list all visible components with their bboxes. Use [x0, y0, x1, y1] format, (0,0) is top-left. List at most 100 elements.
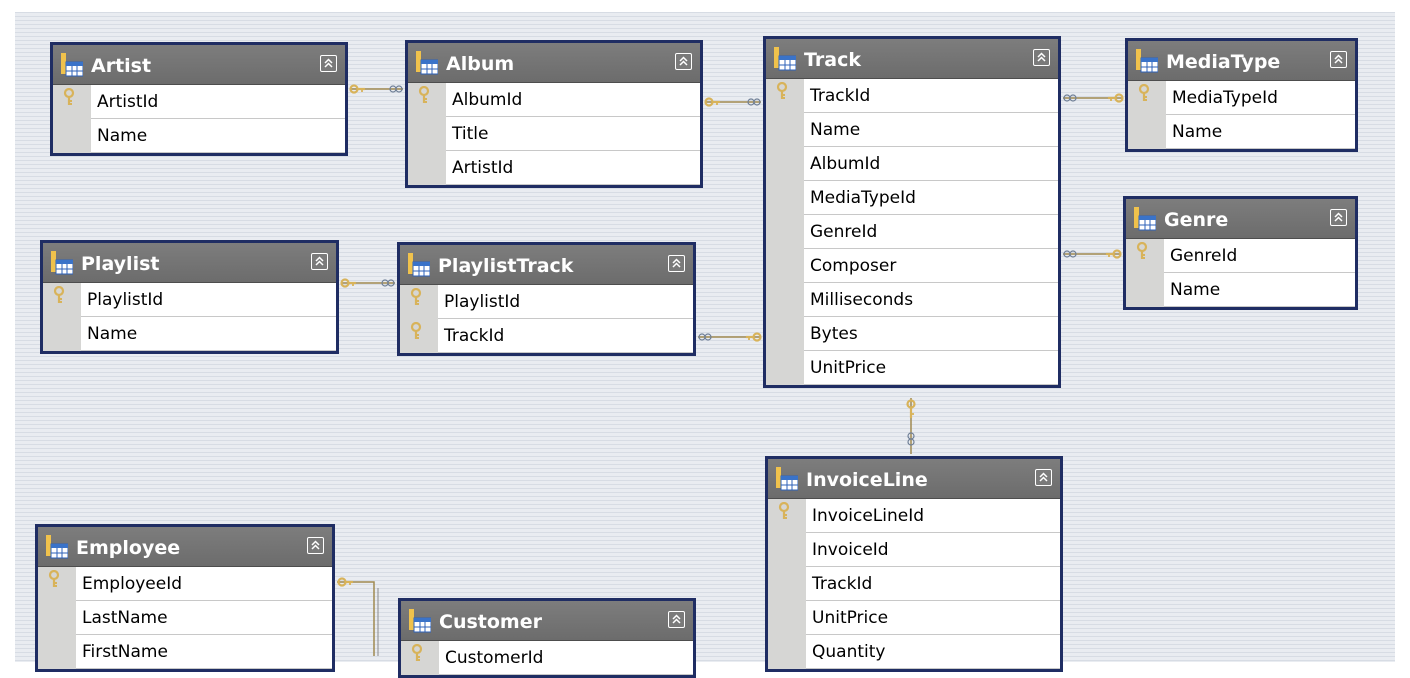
column-row[interactable]: Composer [766, 249, 1058, 283]
column-row[interactable]: Quantity [768, 635, 1060, 669]
primary-key-icon [776, 81, 788, 104]
table-name: PlaylistTrack [438, 255, 574, 277]
row-gutter [38, 567, 76, 601]
column-name: Bytes [804, 317, 1058, 351]
column-row[interactable]: MediaTypeId [766, 181, 1058, 215]
table-header[interactable]: Artist [53, 45, 345, 85]
column-row[interactable]: UnitPrice [768, 601, 1060, 635]
column-row[interactable]: Name [766, 113, 1058, 147]
column-row[interactable]: GenreId [766, 215, 1058, 249]
collapse-button[interactable] [311, 253, 328, 270]
column-row[interactable]: LastName [38, 601, 332, 635]
table-header[interactable]: MediaType [1128, 41, 1355, 81]
column-name: LastName [76, 601, 332, 635]
column-name: Name [1164, 273, 1355, 307]
collapse-button[interactable] [668, 611, 685, 628]
collapse-button[interactable] [675, 53, 692, 70]
column-name: CustomerId [439, 641, 693, 675]
column-row[interactable]: InvoiceId [768, 533, 1060, 567]
collapse-button[interactable] [307, 537, 324, 554]
row-gutter [400, 319, 438, 353]
column-name: MediaTypeId [1166, 81, 1355, 115]
collapse-button[interactable] [668, 255, 685, 272]
table-icon [61, 53, 84, 77]
collapse-button[interactable] [1033, 49, 1050, 66]
column-row[interactable]: Name [53, 119, 345, 153]
table-name: Album [446, 53, 515, 75]
table-name: Artist [91, 55, 152, 77]
column-row[interactable]: EmployeeId [38, 567, 332, 601]
primary-key-icon [778, 501, 790, 524]
column-row[interactable]: Name [43, 317, 336, 351]
table-header[interactable]: PlaylistTrack [400, 245, 693, 285]
primary-key-icon [418, 85, 430, 108]
column-row[interactable]: ArtistId [408, 151, 700, 185]
table-header[interactable]: Customer [401, 601, 693, 641]
column-row[interactable]: ArtistId [53, 85, 345, 119]
row-gutter [43, 283, 81, 317]
row-gutter [766, 79, 804, 113]
column-row[interactable]: GenreId [1126, 239, 1355, 273]
column-row[interactable]: Name [1128, 115, 1355, 149]
column-row[interactable]: TrackId [400, 319, 693, 353]
column-row[interactable]: Bytes [766, 317, 1058, 351]
column-name: Composer [804, 249, 1058, 283]
table-icon [408, 253, 431, 277]
collapse-button[interactable] [1035, 469, 1052, 486]
primary-key-icon [1138, 83, 1150, 106]
collapse-button[interactable] [1330, 209, 1347, 226]
column-row[interactable]: FirstName [38, 635, 332, 669]
column-name: TrackId [438, 319, 693, 353]
column-name: TrackId [804, 79, 1058, 113]
column-row[interactable]: PlaylistId [400, 285, 693, 319]
column-row[interactable]: Milliseconds [766, 283, 1058, 317]
table-icon [1136, 49, 1159, 73]
collapse-button[interactable] [320, 55, 337, 72]
primary-key-icon [63, 87, 75, 110]
table-name: Playlist [81, 253, 160, 275]
column-name: InvoiceLineId [806, 499, 1060, 533]
column-row[interactable]: Title [408, 117, 700, 151]
primary-key-icon [410, 321, 422, 344]
column-row[interactable]: AlbumId [408, 83, 700, 117]
row-gutter [1128, 81, 1166, 115]
column-row[interactable]: PlaylistId [43, 283, 336, 317]
table-header[interactable]: InvoiceLine [768, 459, 1060, 499]
column-row[interactable]: InvoiceLineId [768, 499, 1060, 533]
column-row[interactable]: AlbumId [766, 147, 1058, 181]
table-header[interactable]: Genre [1126, 199, 1355, 239]
row-gutter [38, 635, 76, 669]
table-name: MediaType [1166, 51, 1281, 73]
row-gutter [43, 317, 81, 351]
column-row[interactable]: UnitPrice [766, 351, 1058, 385]
collapse-button[interactable] [1330, 51, 1347, 68]
table-icon [409, 609, 432, 633]
column-row[interactable]: TrackId [768, 567, 1060, 601]
table-icon [774, 47, 797, 71]
column-row[interactable]: MediaTypeId [1128, 81, 1355, 115]
column-name: GenreId [804, 215, 1058, 249]
column-row[interactable]: Name [1126, 273, 1355, 307]
column-row[interactable]: TrackId [766, 79, 1058, 113]
column-row[interactable]: CustomerId [401, 641, 693, 675]
row-gutter [401, 641, 439, 675]
primary-key-icon [48, 569, 60, 592]
column-name: Title [446, 117, 700, 151]
table-header[interactable]: Album [408, 43, 700, 83]
column-name: TrackId [806, 567, 1060, 601]
table-header[interactable]: Track [766, 39, 1058, 79]
row-gutter [768, 499, 806, 533]
table-header[interactable]: Playlist [43, 243, 336, 283]
row-gutter [1126, 239, 1164, 273]
table-header[interactable]: Employee [38, 527, 332, 567]
